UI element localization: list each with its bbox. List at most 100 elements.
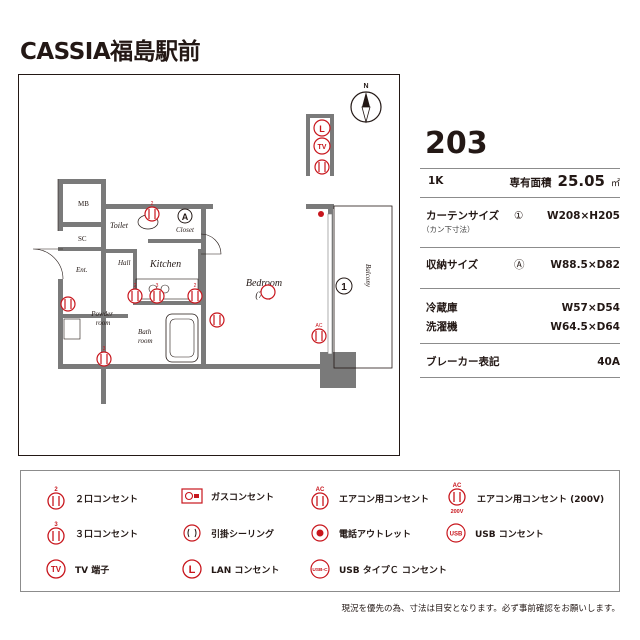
washer-value: W64.5×D64 — [550, 320, 620, 333]
legend-label: エアコン用コンセント (200V) — [477, 494, 605, 505]
room-label-balcony: Balcony — [364, 264, 372, 288]
svg-text:2: 2 — [151, 201, 154, 207]
curtain-marker: ① — [514, 209, 524, 222]
legend-label: 引掛シーリング — [211, 529, 275, 540]
spec-rule — [420, 168, 620, 169]
svg-text:TV: TV — [318, 144, 327, 151]
svg-text:1: 1 — [341, 282, 347, 293]
room-label-bath: Bath room — [138, 328, 153, 345]
legend-item: USB USB コンセント — [445, 523, 544, 543]
usb-c-outlet-icon: USB-C — [310, 559, 330, 579]
entrance-door — [32, 248, 64, 280]
svg-text:3: 3 — [103, 346, 106, 352]
outlet-kitchen-2 — [149, 288, 165, 304]
curtain-marker: 1 — [335, 277, 353, 295]
curtain-value: W208×H205 — [546, 209, 620, 222]
spec-rule — [420, 377, 620, 378]
legend-item: AC エアコン用コンセント — [309, 485, 429, 511]
room-label-bedroom: Bedroom — [246, 278, 282, 289]
svg-text:2: 2 — [134, 283, 137, 289]
room-label-mb: MB — [78, 200, 89, 208]
powder-line-1: Powder — [90, 310, 113, 318]
legend-label: USB タイプＣ コンセント — [339, 565, 447, 576]
outlet-bath — [209, 312, 225, 328]
svg-text:AC: AC — [316, 487, 325, 493]
legend-item: 2 ２口コンセント — [45, 485, 138, 511]
ceiling-hook-icon — [183, 524, 201, 542]
storage-marker: Ⓐ — [514, 259, 525, 271]
area-unit: ㎡ — [610, 179, 620, 189]
legend-label: 電話アウトレット — [339, 529, 412, 540]
bedroom-door — [200, 233, 222, 255]
powder-line-2: room — [96, 319, 111, 327]
svg-text:L: L — [189, 564, 196, 576]
phone-outlet-icon — [311, 524, 329, 542]
outlet-3-icon: 3 — [47, 522, 65, 545]
spec-row-storage: 収納サイズ Ⓐ W88.5×D82 — [420, 257, 620, 272]
washer-label: 洗濯機 — [426, 321, 458, 333]
fridge-value: W57×D54 — [561, 301, 620, 314]
area-value: 25.05 — [557, 172, 605, 190]
room-label-closet: Closet — [176, 226, 195, 234]
storage-label: 収納サイズ — [426, 259, 479, 271]
outlet-ac — [311, 328, 327, 344]
svg-text:L: L — [319, 124, 325, 134]
room-number: 203 — [425, 126, 488, 161]
walls — [58, 114, 356, 404]
spec-row-curtain: カーテンサイズ ① W208×H205 （カン下寸法） — [420, 208, 620, 235]
legend-item: AC 200V エアコン用コンセント (200V) — [445, 481, 604, 515]
svg-text:2: 2 — [54, 487, 58, 493]
room-label-kitchen: Kitchen — [149, 259, 181, 270]
legend-item: 3 ３口コンセント — [45, 520, 138, 546]
outlet-2-icon: 2 — [47, 487, 65, 510]
spec-row-washer: 洗濯機 W64.5×D64 — [420, 319, 620, 334]
legend-item: TV TV 端子 — [45, 559, 109, 579]
svg-text:USB-C: USB-C — [312, 567, 328, 573]
spec-rule — [420, 247, 620, 248]
room-label-ent: Ent. — [75, 266, 88, 274]
closet-marker: A — [177, 208, 193, 224]
legend-box: 2 ２口コンセント ガスコンセント AC エアコン用コンセント AC 200V エ… — [20, 470, 620, 592]
ceiling-hook — [260, 284, 276, 300]
svg-text:2: 2 — [194, 283, 197, 289]
room-label-sc: SC — [78, 235, 87, 243]
legend-label: TV 端子 — [75, 565, 110, 576]
svg-text:3: 3 — [54, 522, 58, 528]
ac-outlet-200v-icon: AC 200V — [448, 483, 466, 515]
room-label-toilet: Toilet — [110, 221, 129, 230]
room-label-hall: Hall — [117, 259, 131, 267]
outlet-washer — [96, 351, 112, 367]
tv-lan-panel: L TV — [313, 119, 331, 175]
curtain-label: カーテンサイズ — [426, 210, 500, 222]
usb-outlet-icon: USB — [446, 523, 466, 543]
curtain-sub: （カン下寸法） — [422, 225, 475, 234]
legend-item: ガスコンセント — [181, 487, 274, 505]
legend-item: USB-C USB タイプＣ コンセント — [309, 559, 447, 579]
spec-row-fridge: 冷蔵庫 W57×D54 — [420, 300, 620, 315]
svg-text:A: A — [182, 212, 189, 222]
balcony-window — [327, 213, 333, 355]
breaker-label: ブレーカー表記 — [426, 356, 500, 368]
spec-row-breaker: ブレーカー表記 40A — [420, 354, 620, 369]
legend-label: ２口コンセント — [75, 494, 139, 505]
legend-item: L LAN コンセント — [181, 559, 279, 579]
svg-text:AC: AC — [316, 323, 323, 329]
outlet-toilet — [144, 206, 160, 222]
floor-plan: N MB — [32, 83, 393, 404]
legend-label: LAN コンセント — [211, 565, 280, 576]
svg-text:AC: AC — [453, 483, 462, 489]
legend-label: ガスコンセント — [211, 492, 275, 503]
legend-label: ３口コンセント — [75, 529, 139, 540]
svg-text:200V: 200V — [451, 509, 464, 515]
lan-outlet-icon: L — [182, 559, 202, 579]
page-title: CASSIA福島駅前 — [20, 39, 201, 65]
outlet-powder — [60, 296, 76, 312]
floor-plan-frame — [18, 74, 400, 456]
footnote: 現況を優先の為、寸法は目安となります。必ず事前確認をお願いします。 — [341, 604, 620, 614]
sink-fixture — [63, 318, 81, 340]
legend-label: USB コンセント — [475, 529, 544, 540]
compass-letter: N — [363, 83, 368, 90]
outlet-kitchen-1 — [127, 288, 143, 304]
spec-rule — [420, 197, 620, 198]
legend-label: エアコン用コンセント — [339, 494, 430, 505]
